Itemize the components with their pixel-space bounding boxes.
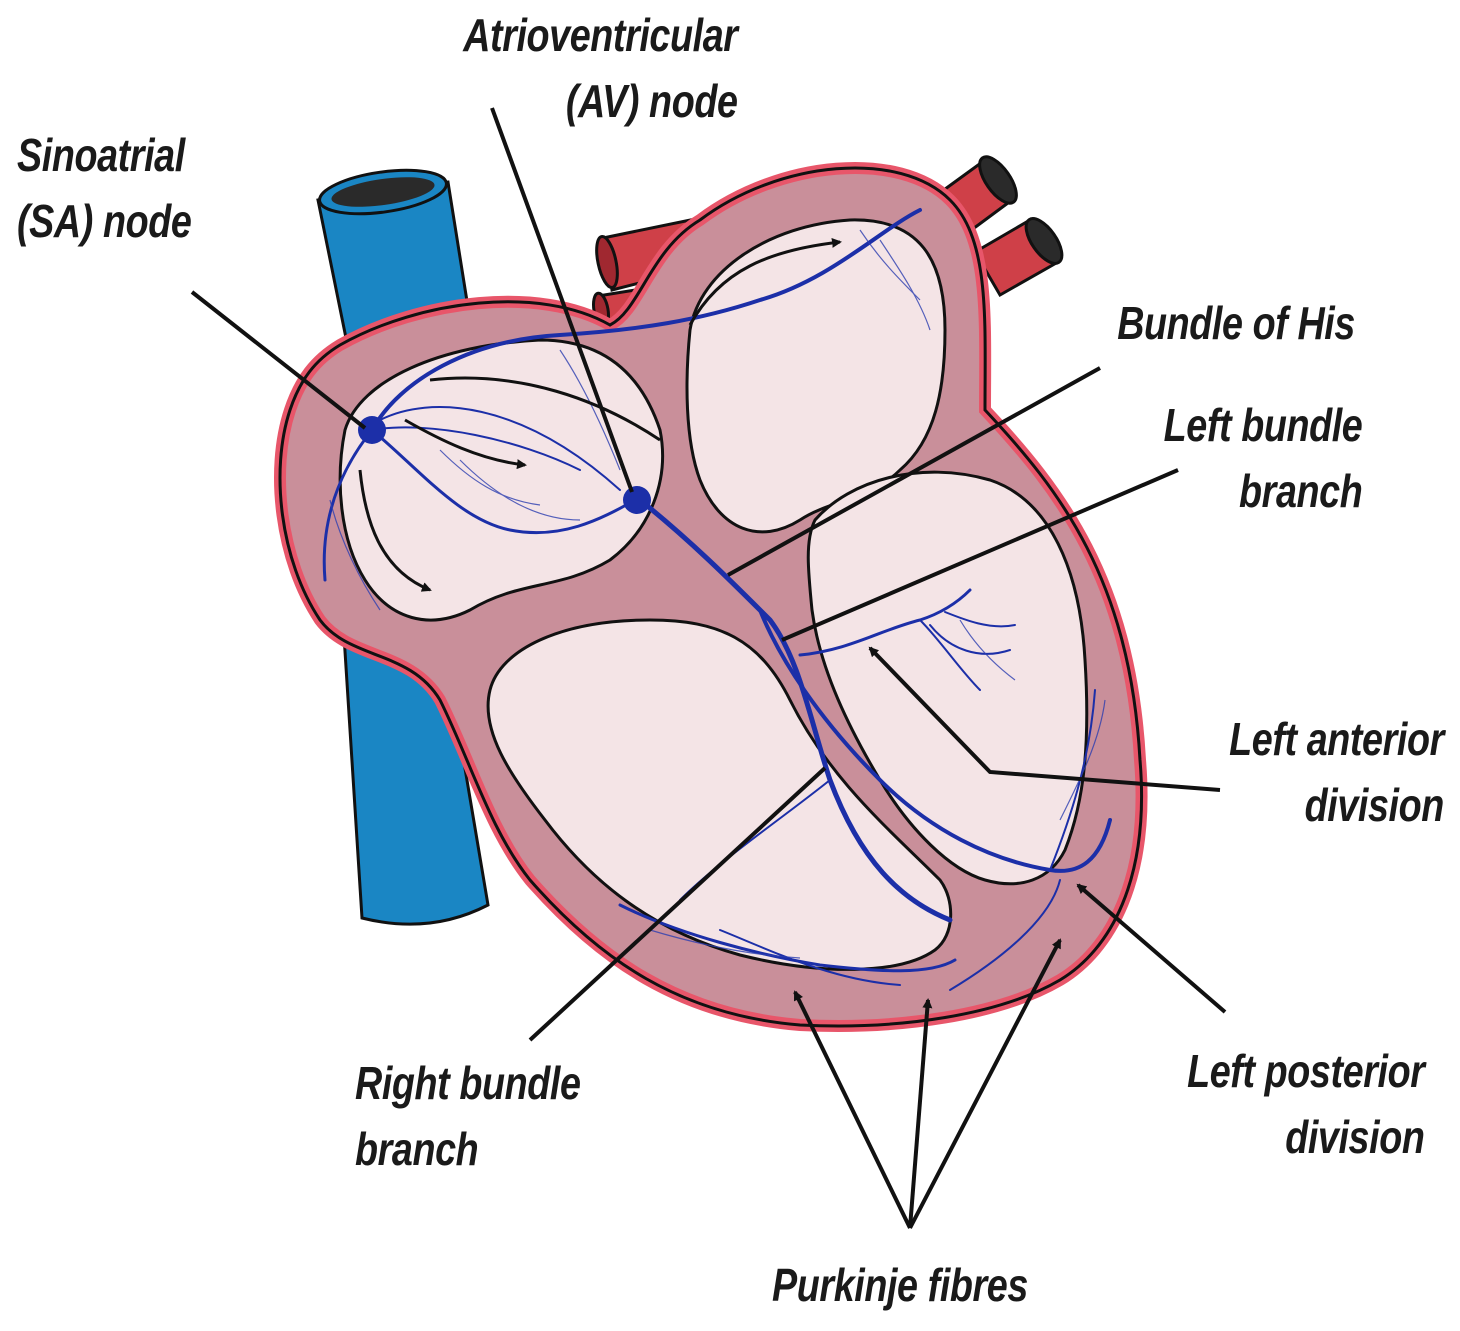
- label-right-bundle-branch-line2: branch: [355, 1126, 581, 1192]
- label-av-node-line2: (AV) node: [464, 78, 738, 144]
- label-left-anterior-division-line1: Left anterior: [1229, 716, 1444, 782]
- label-right-bundle-branch: Right bundle branch: [355, 1060, 581, 1192]
- label-left-posterior-division-line2: division: [1187, 1114, 1424, 1180]
- label-sa-node: Sinoatrial (SA) node: [17, 132, 191, 264]
- label-left-bundle-branch-line1: Left bundle: [1163, 402, 1362, 468]
- label-bundle-of-his-line1: Bundle of His: [1117, 300, 1355, 366]
- label-bundle-of-his: Bundle of His: [1117, 300, 1355, 366]
- label-av-node-line1: Atrioventricular: [464, 12, 738, 78]
- purkinje-leader-2: [910, 1000, 928, 1228]
- label-sa-node-line2: (SA) node: [17, 198, 191, 264]
- sa-node-dot: [358, 416, 386, 444]
- label-left-anterior-division-line2: division: [1229, 782, 1444, 848]
- label-left-posterior-division-line1: Left posterior: [1187, 1048, 1424, 1114]
- label-av-node: Atrioventricular (AV) node: [464, 12, 738, 144]
- label-left-bundle-branch-line2: branch: [1163, 468, 1362, 534]
- label-purkinje-fibres-line1: Purkinje fibres: [703, 1262, 1097, 1328]
- av-node-dot: [623, 486, 651, 514]
- label-left-anterior-division: Left anterior division: [1229, 716, 1444, 848]
- label-purkinje-fibres: Purkinje fibres: [703, 1262, 1097, 1328]
- label-right-bundle-branch-line1: Right bundle: [355, 1060, 581, 1126]
- label-left-bundle-branch: Left bundle branch: [1163, 402, 1362, 534]
- label-sa-node-line1: Sinoatrial: [17, 132, 191, 198]
- label-left-posterior-division: Left posterior division: [1187, 1048, 1424, 1180]
